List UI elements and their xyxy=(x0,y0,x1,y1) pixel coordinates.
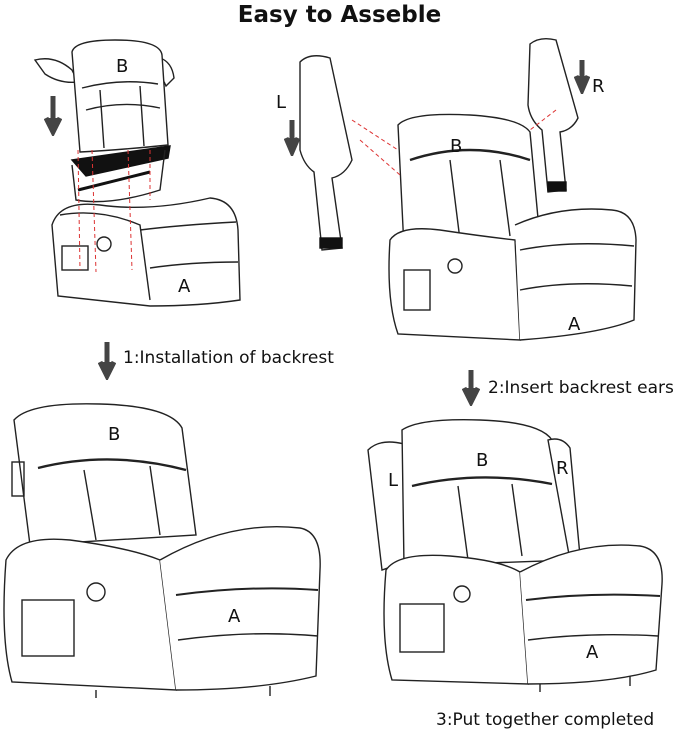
label-a-step1: A xyxy=(178,276,191,297)
panel-step3-illustration xyxy=(367,419,663,692)
step-3-caption: 3:Put together completed xyxy=(436,710,655,730)
label-b-step1-result: B xyxy=(108,424,121,445)
down-arrow-icon xyxy=(98,342,116,380)
down-arrow-icon xyxy=(574,60,590,94)
label-r-step2: R xyxy=(592,76,605,97)
label-a-step1-result: A xyxy=(228,606,241,627)
label-a-step3: A xyxy=(586,642,599,663)
step-1-caption: 1:Installation of backrest xyxy=(123,348,334,368)
step-2-caption: 2:Insert backrest ears xyxy=(488,378,674,398)
label-a-step2: A xyxy=(568,314,581,335)
left-hand-icon xyxy=(33,58,80,84)
down-arrow-icon xyxy=(462,370,480,406)
label-l-step3: L xyxy=(388,470,399,491)
label-r-step3: R xyxy=(556,458,569,479)
panel-step2-illustration xyxy=(299,37,637,341)
down-arrow-icon xyxy=(284,120,300,156)
label-b-step3: B xyxy=(476,450,489,471)
label-l-step2: L xyxy=(276,92,287,113)
panel-step1-illustration xyxy=(33,39,241,307)
down-arrow-icon xyxy=(44,96,62,136)
label-b-step2: B xyxy=(450,136,463,157)
page-title: Easy to Asseble xyxy=(237,2,442,28)
panel-step1-result-illustration xyxy=(3,403,321,698)
label-b-step1: B xyxy=(116,56,129,77)
